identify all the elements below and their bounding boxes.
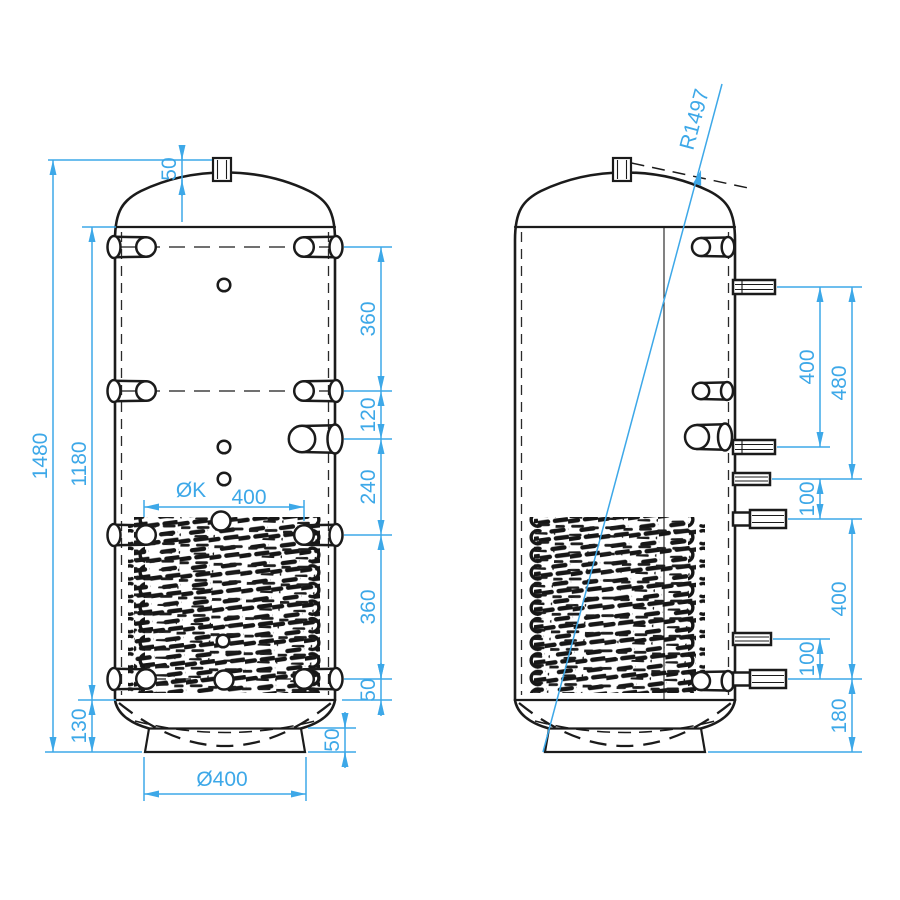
front-nozzles: [106, 234, 344, 692]
dim-coil-diameter: [143, 500, 305, 521]
dim-label-bottom-ring: 130: [68, 708, 91, 743]
dim-label-seg1: 360: [357, 301, 380, 336]
side-nozzles: [683, 235, 788, 693]
side-stub-519: [731, 508, 788, 530]
sensor-well: [216, 277, 232, 293]
front-view: 1480 1180 50 360 120 240 360 50 130 50 Ø…: [29, 145, 392, 801]
side-skirt: [543, 727, 707, 754]
sensor-well: [216, 439, 232, 455]
dim-label-dome-radius: R1497: [676, 87, 714, 153]
front-skirt: [143, 727, 307, 754]
dim-label-coil-bottom-gap: 50: [357, 678, 380, 701]
dim-label-coil-dia-prefix: ØK: [176, 479, 206, 502]
dim-label-seg3: 240: [357, 469, 380, 504]
side-stub-479: [731, 471, 772, 487]
sensor-well: [216, 471, 232, 487]
dim-label-port-gap-a: 100: [796, 481, 819, 516]
front-dimensions: 1480 1180 50 360 120 240 360 50 130 50 Ø…: [29, 145, 392, 801]
coil-end: [210, 510, 232, 532]
dim-label-total-height: 1480: [29, 433, 52, 480]
dim-label-coil-span: 360: [357, 589, 380, 624]
side-stub-447: [731, 438, 777, 456]
side-heat-exchanger-coil: [527, 517, 705, 693]
dim-label-port-gap-b: 100: [796, 641, 819, 676]
front-bottom-dome-hidden: [118, 702, 332, 748]
dim-label-coil-dia-value: 400: [231, 486, 266, 509]
front-heat-exchanger-coil: [128, 517, 322, 693]
side-top-nipple: [611, 156, 633, 183]
side-stub-287: [731, 278, 777, 296]
dim-label-top-connection: 50: [158, 157, 181, 180]
dim-label-shell-height: 1180: [68, 441, 91, 486]
dim-label-seg2: 120: [357, 397, 380, 432]
front-large-nozzle: [287, 423, 344, 455]
sensor-well: [215, 633, 231, 649]
dim-label-base-diameter: Ø400: [196, 768, 247, 791]
dim-label-port-span-c: 400: [828, 581, 851, 616]
front-top-nipple: [211, 156, 233, 183]
coil-end: [213, 669, 235, 691]
side-stub-639: [731, 631, 773, 647]
side-stub-679: [731, 668, 788, 690]
dim-label-port-span-b: 480: [828, 365, 851, 400]
side-bottom-dome-hidden: [518, 702, 732, 748]
dim-label-port-span-a: 400: [796, 349, 819, 384]
side-tank-body: [513, 156, 754, 754]
side-view: R1497 400 480 100 400 100 180: [513, 83, 862, 754]
dim-label-base-height: 180: [828, 698, 851, 733]
dim-label-skirt-height: 50: [321, 728, 344, 751]
